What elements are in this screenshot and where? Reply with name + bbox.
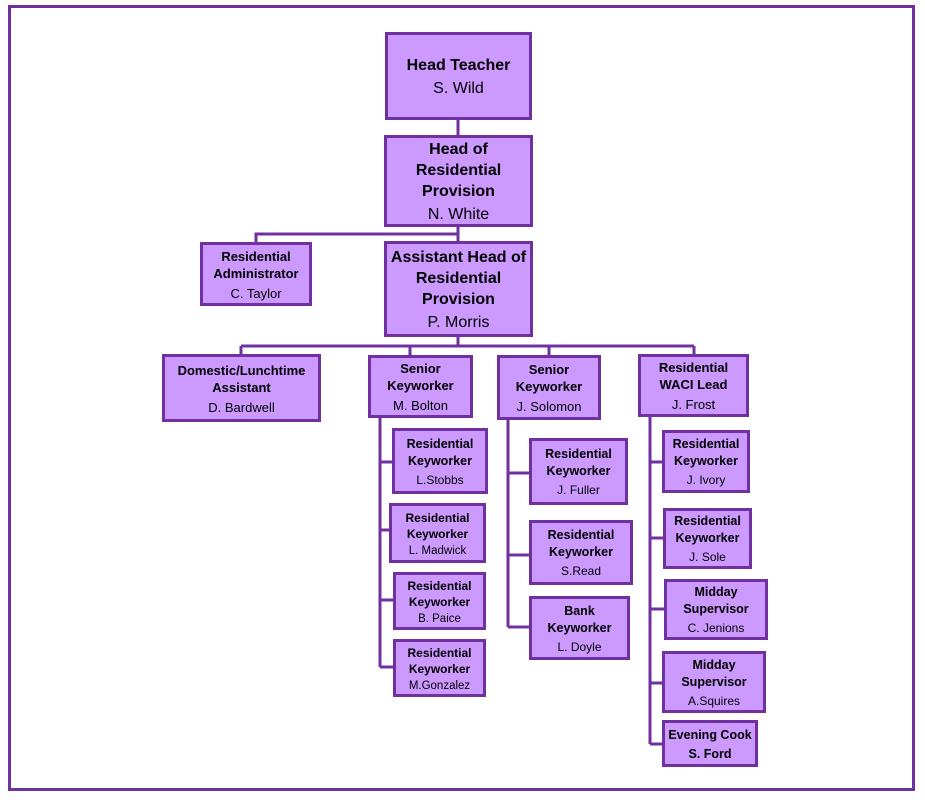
node-name: C. Jenions [687, 621, 745, 635]
node-keyworker-fuller: Residential Keyworker J. Fuller [529, 438, 628, 505]
node-head-residential: Head of Residential Provision N. White [384, 135, 533, 227]
node-name: C. Taylor [230, 285, 282, 301]
node-keyworker-stobbs: Residential Keyworker L.Stobbs [392, 428, 488, 494]
node-title: Senior Keyworker [515, 362, 583, 394]
node-title: Senior Keyworker [387, 361, 454, 393]
node-title: Residential Keyworker [545, 447, 612, 478]
node-senior-keyworker-bolton: Senior Keyworker M. Bolton [368, 355, 473, 418]
node-keyworker-read: Residential Keyworker S.Read [529, 520, 633, 585]
node-assistant-head: Assistant Head of Residential Provision … [384, 241, 533, 337]
node-name: J. Frost [671, 397, 716, 412]
node-title: Midday Supervisor [681, 657, 747, 689]
node-name: S. Ford [688, 746, 732, 761]
node-title: Residential Administrator [213, 248, 299, 281]
node-midday-supervisor-jenions: Midday Supervisor C. Jenions [664, 579, 768, 640]
connector-hor-to-admin [254, 226, 460, 243]
node-title: Residential Keyworker [407, 578, 472, 609]
node-name: L.Stobbs [416, 472, 464, 487]
node-name: S.Read [560, 564, 602, 578]
node-bank-keyworker-doyle: Bank Keyworker L. Doyle [529, 596, 630, 660]
node-title: Assistant Head of Residential Provision [390, 248, 527, 308]
node-residential-admin: Residential Administrator C. Taylor [200, 242, 312, 306]
node-title: Evening Cook [668, 727, 752, 742]
connector-bolton-group [378, 417, 394, 669]
node-title: Head of Residential Provision [415, 140, 502, 200]
node-keyworker-gonzalez: Residential Keyworker M.Gonzalez [393, 639, 486, 697]
node-domestic-assistant: Domestic/Lunchtime Assistant D. Bardwell [162, 354, 321, 422]
node-title: Residential Keyworker [406, 436, 474, 468]
node-senior-keyworker-solomon: Senior Keyworker J. Solomon [497, 355, 601, 420]
node-keyworker-sole: Residential Keyworker J. Sole [663, 508, 752, 569]
node-name: A.Squires [687, 693, 741, 708]
node-name: L. Doyle [557, 639, 602, 654]
node-title: Residential Keyworker [547, 528, 615, 559]
node-title: Residential Keyworker [674, 514, 741, 545]
node-name: J. Sole [689, 550, 726, 564]
node-name: L. Madwick [408, 544, 467, 557]
node-name: D. Bardwell [208, 399, 275, 415]
node-title: Domestic/Lunchtime Assistant [177, 362, 306, 395]
node-title: Bank Keyworker [547, 603, 612, 635]
chart-frame [8, 5, 915, 791]
node-midday-supervisor-squires: Midday Supervisor A.Squires [662, 651, 766, 713]
node-name: S. Wild [433, 79, 484, 97]
node-evening-cook: Evening Cook S. Ford [662, 720, 758, 767]
connector-frost-group [648, 416, 664, 746]
node-name: P. Morris [427, 313, 490, 331]
node-waci-lead: Residential WACI Lead J. Frost [638, 354, 749, 417]
node-title: Midday Supervisor [683, 585, 749, 616]
node-name: B. Paice [418, 612, 461, 625]
node-name: M.Gonzalez [408, 679, 471, 692]
node-title: Residential Keyworker [405, 510, 470, 541]
node-name: J. Solomon [516, 399, 582, 414]
node-title: Head Teacher [406, 56, 511, 74]
node-name: J. Fuller [557, 483, 600, 497]
node-title: Residential Keyworker [672, 437, 740, 468]
node-title: Residential Keyworker [407, 645, 472, 676]
node-keyworker-ivory: Residential Keyworker J. Ivory [662, 430, 750, 493]
node-name: J. Ivory [686, 473, 726, 487]
node-head-teacher: Head Teacher S. Wild [385, 32, 532, 120]
node-keyworker-paice: Residential Keyworker B. Paice [393, 572, 486, 630]
node-name: M. Bolton [393, 398, 448, 413]
node-title: Residential WACI Lead [658, 360, 729, 392]
connector-solomon-group [506, 419, 529, 629]
node-keyworker-madwick: Residential Keyworker L. Madwick [389, 503, 486, 563]
node-name: N. White [427, 205, 490, 223]
